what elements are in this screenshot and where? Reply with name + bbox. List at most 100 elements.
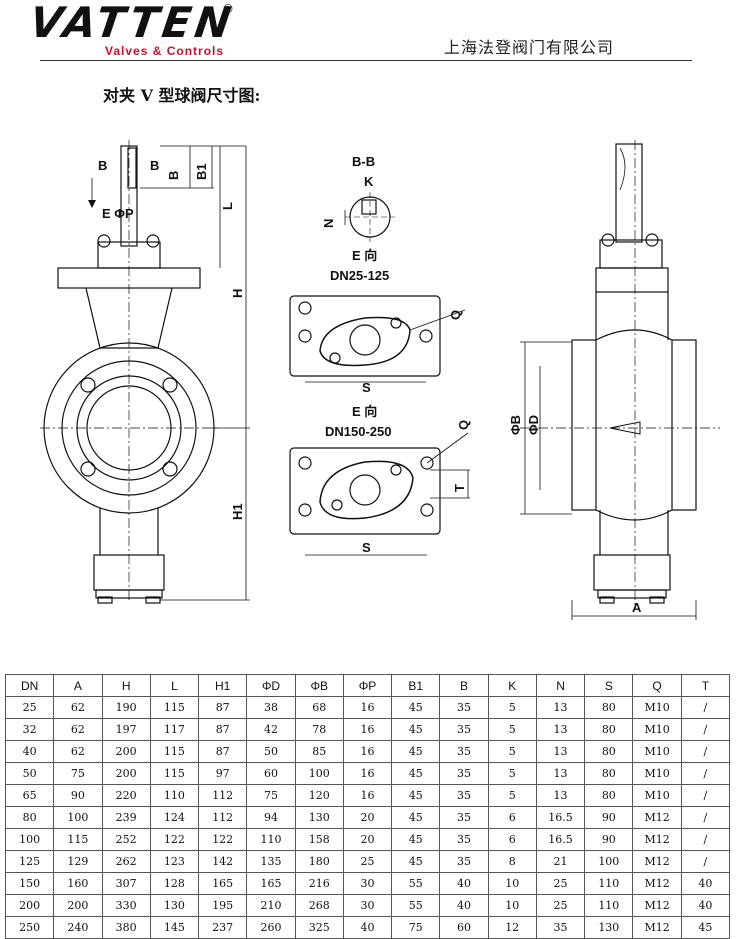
table-cell: 35 [439,806,489,829]
table-cell: 120 [294,784,344,807]
table-cell: 195 [198,894,248,917]
table-cell: 25 [535,894,586,917]
label-b-rotated: B [166,171,181,180]
table-cell: 210 [246,894,296,917]
table-cell: 252 [101,828,151,851]
table-cell: / [680,740,731,763]
table-cell: 20 [342,828,393,851]
table-cell: / [680,784,731,807]
table-header-cell: ΦD [246,674,296,697]
table-cell: M12 [632,894,682,917]
label-e-direction-2: E 向 [352,404,377,419]
table-cell: 16 [342,762,393,785]
table-cell: 5 [487,696,537,719]
table-cell: 90 [584,806,634,829]
table-cell: 158 [294,828,344,851]
table-cell: 10 [487,872,537,895]
table-cell: 75 [391,916,441,939]
header: VATTEN ® Valves & Controls 上海法登阀门有限公司 [0,0,739,62]
label-s2: S [362,540,371,555]
technical-drawing: B B B B1 L E ΦP H H1 B-B K N E 向 DN25-12… [0,130,739,630]
table-cell: 38 [246,696,296,719]
table-cell: 25 [342,850,393,873]
table-cell: 110 [149,784,200,807]
table-cell: 40 [439,872,489,895]
label-b-mid: B [150,158,159,173]
table-cell: 142 [198,850,248,873]
table-cell: 87 [198,718,248,741]
label-h1: H1 [230,503,245,520]
table-cell: 239 [101,806,151,829]
table-cell: 240 [53,916,103,939]
table-cell: 200 [53,894,103,917]
table-cell: 135 [246,850,296,873]
label-phi-b: ΦB [508,415,523,435]
table-cell: 112 [198,806,248,829]
table-cell: M12 [632,850,682,873]
label-section-bb: B-B [352,154,375,169]
table-cell: 150 [4,872,55,895]
table-cell: 100 [294,762,344,785]
table-cell: 129 [53,850,103,873]
table-header-cell: Q [632,674,682,697]
table-cell: 80 [4,806,55,829]
table-cell: 110 [584,872,634,895]
table-cell: M12 [632,872,682,895]
table-cell: 45 [391,784,441,807]
table-cell: M12 [632,828,682,851]
label-phi-d: ΦD [526,415,541,435]
table-cell: 62 [53,696,103,719]
table-cell: 117 [149,718,200,741]
table-cell: 13 [535,784,586,807]
table-cell: 112 [198,784,248,807]
table-cell: M10 [632,718,682,741]
table-cell: 190 [101,696,151,719]
table-header-cell: H1 [198,674,248,697]
e-view-small [289,295,466,383]
table-cell: 85 [294,740,344,763]
label-t: T [452,484,467,492]
table-cell: 90 [584,828,634,851]
table-cell: 87 [198,696,248,719]
table-cell: 45 [680,916,731,939]
registered-mark: ® [222,2,234,16]
table-header-cell: ΦP [342,674,393,697]
table-cell: 80 [584,740,634,763]
label-l: L [220,202,235,210]
table-cell: 13 [535,762,586,785]
table-cell: 55 [391,872,441,895]
table-cell: 80 [584,696,634,719]
table-header-cell: B1 [391,674,441,697]
table-cell: 16.5 [535,828,586,851]
table-cell: 90 [53,784,103,807]
table-cell: 45 [391,740,441,763]
header-divider [40,60,692,61]
table-header-cell: DN [4,674,55,697]
table-cell: / [680,762,731,785]
table-cell: 13 [535,696,586,719]
table-header-row: DN A H L H1 ΦD ΦB ΦP B1 B K N S Q T [4,674,731,697]
table-header-cell: L [149,674,200,697]
table-cell: 35 [439,696,489,719]
table-cell: 16.5 [535,806,586,829]
table-header-cell: K [487,674,537,697]
table-cell: 40 [439,894,489,917]
table-cell: M10 [632,696,682,719]
label-e-direction-1: E 向 [352,248,377,263]
table-cell: 130 [149,894,200,917]
table-cell: 30 [342,872,393,895]
table-cell: 80 [584,718,634,741]
table-header-cell: N [535,674,586,697]
table-cell: 8 [487,850,537,873]
table-cell: 100 [584,850,634,873]
table-cell: 130 [294,806,344,829]
table-cell: / [680,696,731,719]
table-cell: 75 [53,762,103,785]
table-header-cell: A [53,674,103,697]
table-cell: 123 [149,850,200,873]
table-cell: 325 [294,916,344,939]
table-cell: 80 [584,762,634,785]
